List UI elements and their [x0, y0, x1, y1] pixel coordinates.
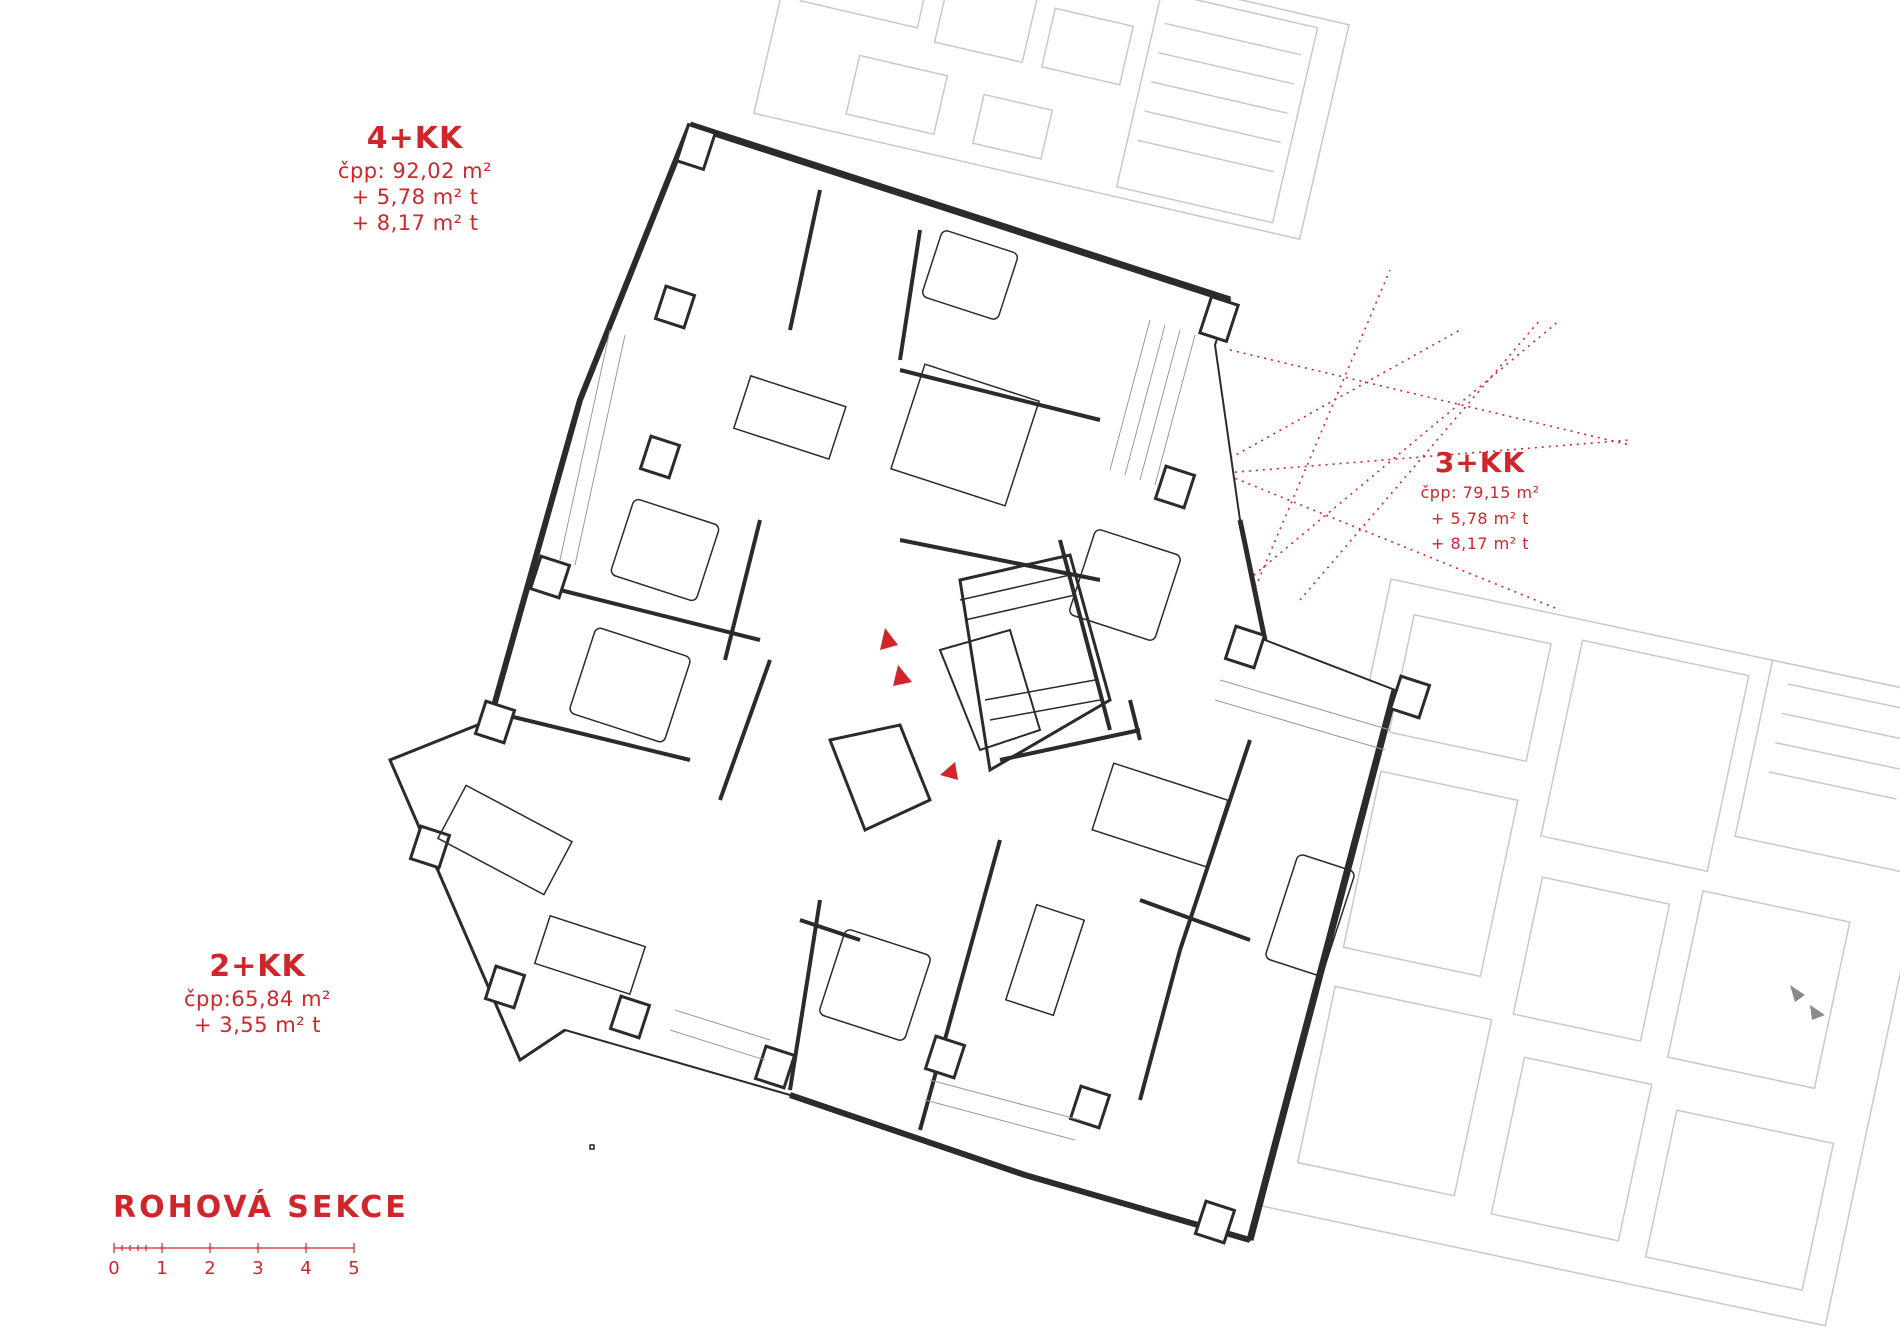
- unit-area: čpp: 79,15 m²: [1420, 483, 1540, 502]
- scale-bar-line: [113, 1243, 355, 1253]
- unit-name: 2+KK: [209, 949, 306, 984]
- scale-label: 1: [156, 1258, 168, 1279]
- unit-area: čpp: 92,02 m²: [337, 158, 493, 183]
- scale-label: 5: [348, 1258, 360, 1279]
- building: [388, 121, 1432, 1245]
- unit-area: čpp:65,84 m²: [184, 986, 331, 1011]
- unit-label-3kk: 3+KK čpp: 79,15 m² + 5,78 m² t + 8,17 m²…: [1375, 445, 1585, 557]
- scale-label: 2: [204, 1258, 216, 1279]
- unit-label-4kk: 4+KK čpp: 92,02 m² + 5,78 m² t + 8,17 m²…: [300, 120, 530, 236]
- entrance-markers: [880, 628, 958, 780]
- scale-bar: 0 1 2 3 4 5: [108, 1240, 362, 1290]
- unit-terrace: + 8,17 m² t: [351, 211, 479, 235]
- scale-label: 0: [108, 1258, 120, 1279]
- unit-terrace: + 5,78 m² t: [351, 184, 479, 209]
- unit-label-2kk: 2+KK čpp:65,84 m² + 3,55 m² t: [140, 948, 375, 1038]
- unit-terrace: + 8,17 m² t: [1430, 534, 1530, 554]
- dotted-grid: [1189, 269, 1631, 621]
- scale-label: 4: [300, 1258, 312, 1279]
- context-entrance-markers: [1790, 985, 1825, 1020]
- scale-label: 3: [252, 1258, 264, 1279]
- section-title: ROHOVÁ SEKCE: [113, 1190, 409, 1225]
- unit-name: 4+KK: [366, 121, 464, 156]
- unit-terrace: + 3,55 m² t: [194, 1012, 321, 1037]
- unit-terrace: + 5,78 m² t: [1430, 508, 1530, 528]
- unit-name: 3+KK: [1434, 446, 1526, 479]
